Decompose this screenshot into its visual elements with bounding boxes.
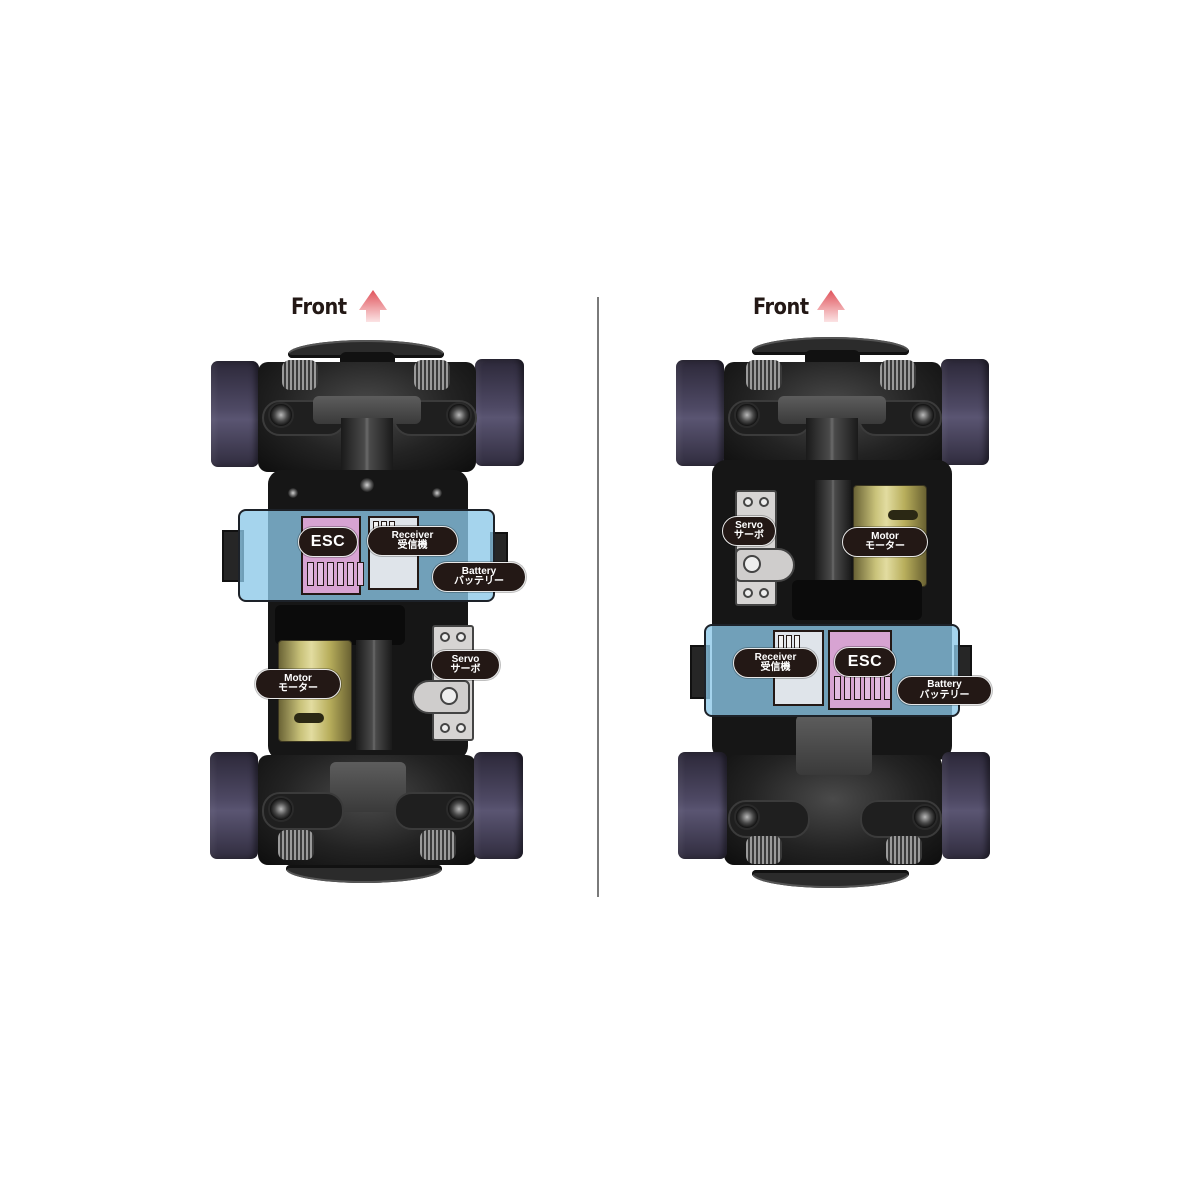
battery-label: Battery バッテリー [897,676,992,705]
motor-label-jp: モーター [865,541,905,552]
servo-mount-hole [456,632,466,642]
receiver-label-en: Receiver [391,529,434,541]
esc-heatsink [307,562,364,586]
servo-mount-hole [456,723,466,733]
esc-fin [884,676,891,700]
battery-label-en: Battery [461,565,497,577]
layout-divider [597,297,599,897]
receiver-label-jp: 受信機 [760,662,791,673]
receiver-label-jp: 受信機 [397,540,428,551]
motor-gearbox-housing [792,580,922,620]
esc-fin [357,562,364,586]
rear-right-hub [446,796,472,822]
rear-right-hub [912,804,938,830]
servo-horn [735,548,795,582]
rear-right-tire [942,752,990,859]
screw [360,478,374,492]
rear-right-shock [420,830,456,860]
front-right-tire [941,359,989,465]
esc-label-en: ESC [847,652,883,670]
rear-left-tire [678,752,727,859]
motor-label-en: Motor [284,672,312,684]
rear-left-shock [746,836,782,864]
esc-fin [874,676,881,700]
front-left-tire [211,361,259,467]
servo-mount-hole [759,588,769,598]
front-right-shock [880,360,916,390]
servo-output-spline [440,687,458,705]
front-right-hub [910,402,936,428]
servo-mount-hole [743,588,753,598]
rear-left-tire [210,752,258,859]
esc-fin [317,562,324,586]
front-left-tire [676,360,724,466]
esc-label: ESC [298,527,358,557]
esc-fin [834,676,841,700]
receiver-label: Receiver 受信機 [367,526,458,556]
receiver-label: Receiver 受信機 [733,648,818,678]
front-left-hub [268,402,294,428]
front-right-hub [446,402,472,428]
motor-vent [888,510,918,520]
rear-right-shock [886,836,922,864]
servo-label-jp: サーボ [450,664,481,675]
rear-right-tire [474,752,523,859]
battery-label-en: Battery [927,679,962,690]
rear-left-hub [734,804,760,830]
esc-fin [347,562,354,586]
servo-label: Servo サーボ [431,650,500,680]
up-arrow-icon [358,290,388,322]
esc-fin [327,562,334,586]
battery-label: Battery バッテリー [432,562,526,592]
battery-label-jp: バッテリー [919,689,970,701]
servo-label-jp: サーボ [734,530,764,541]
servo-mount-hole [440,632,450,642]
rear-bumper [752,870,909,888]
motor-label: Motor モーター [842,527,928,557]
servo-mount-hole [743,497,753,507]
servo-label-en: Servo [735,519,763,531]
servo-mount-hole [759,497,769,507]
esc-fin [854,676,861,700]
rear-upper-deck [796,715,872,775]
motor-label: Motor モーター [255,669,341,699]
rear-left-hub [268,796,294,822]
servo-mount-hole [440,723,450,733]
front-left-shock [282,360,318,390]
esc-label-en: ESC [310,532,346,550]
front-bumper [752,337,909,355]
screw [288,488,298,498]
servo-label-en: Servo [451,653,480,665]
rear-bumper [286,865,442,883]
motor-gearbox-housing [275,605,405,645]
front-right-shock [414,360,450,390]
front-left-hub [734,402,760,428]
battery-label-jp: バッテリー [454,576,504,587]
esc-fin [307,562,314,586]
servo-output-spline [743,555,761,573]
motor-vent [294,713,324,723]
esc-fin [844,676,851,700]
rear-left-shock [278,830,314,860]
receiver-label-en: Receiver [754,651,797,663]
drive-shaft [356,640,392,750]
motor-label-jp: モーター [278,683,318,694]
esc-fin [337,562,344,586]
front-label: Front [753,295,809,320]
servo-label: Servo サーボ [722,516,776,546]
screw [432,488,442,498]
front-label: Front [291,295,347,320]
esc-label: ESC [834,647,896,677]
up-arrow-icon [816,290,846,322]
esc-heatsink [834,676,891,700]
motor-label-en: Motor [871,530,899,542]
front-left-shock [746,360,782,390]
servo-horn [412,680,470,714]
esc-fin [864,676,871,700]
front-right-tire [475,359,524,466]
front-bumper [288,340,444,358]
receiver-pins [778,635,800,650]
